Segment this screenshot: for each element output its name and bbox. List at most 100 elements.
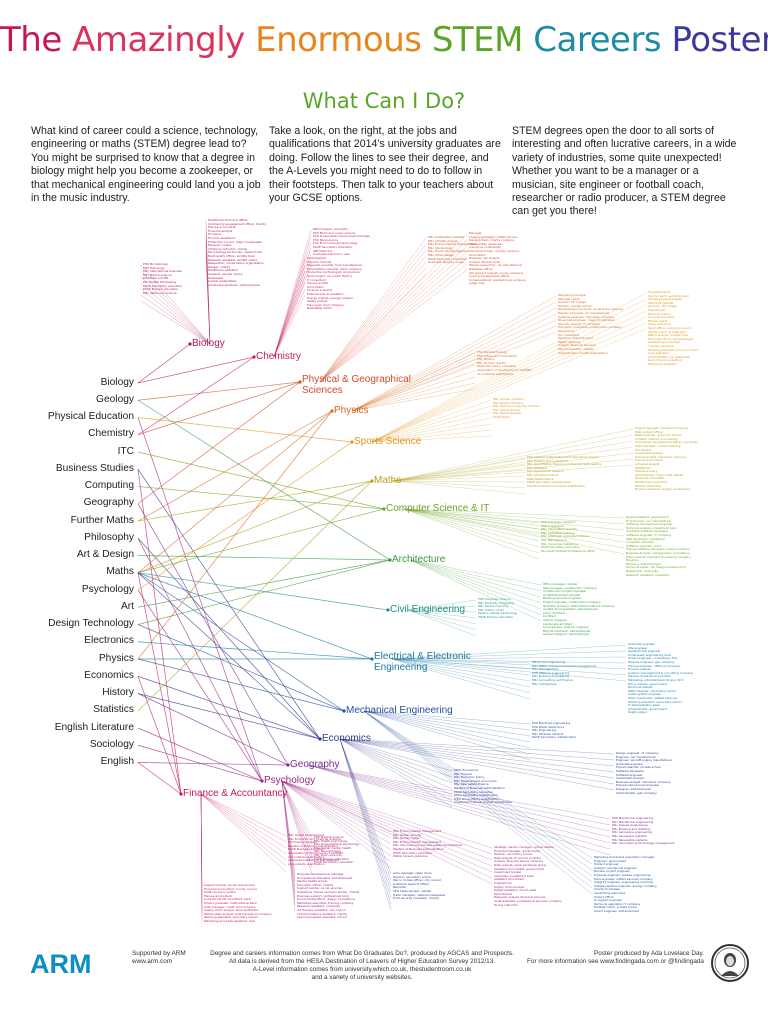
connection-line xyxy=(273,235,312,358)
connection-line xyxy=(363,710,531,755)
connection-line xyxy=(339,738,615,773)
degree-node xyxy=(386,608,390,612)
title-word: Amazingly xyxy=(72,20,245,60)
connection-line xyxy=(137,399,391,561)
connection-line xyxy=(273,294,306,358)
connection-line xyxy=(307,764,611,838)
connection-line xyxy=(281,780,392,869)
career-list: Area manager, retail chain Teacher, seco… xyxy=(393,871,446,901)
connection-line xyxy=(351,331,557,412)
producer-link[interactable]: For more information see www.findingada.… xyxy=(527,958,704,965)
connection-line xyxy=(137,381,301,401)
connection-line xyxy=(391,452,634,482)
a-level-subject: Design Technology xyxy=(48,618,134,629)
connection-line xyxy=(339,738,615,791)
connection-line xyxy=(391,469,526,482)
degree-node xyxy=(286,763,290,767)
connection-line xyxy=(137,417,353,443)
connection-line xyxy=(407,609,477,631)
connection-line xyxy=(339,738,453,802)
connection-line xyxy=(137,469,321,740)
connection-line xyxy=(205,256,211,345)
degree-node xyxy=(330,409,334,413)
connection-line xyxy=(281,780,392,839)
connection-line xyxy=(319,257,468,383)
career-list: Project manager, transport company Web c… xyxy=(635,426,698,492)
connection-line xyxy=(339,738,615,761)
source-line: and a variety of university websites. xyxy=(311,974,413,981)
connection-line xyxy=(363,710,593,865)
connection-line xyxy=(319,261,427,383)
connection-line xyxy=(273,270,306,358)
connection-line xyxy=(371,423,492,443)
connection-line xyxy=(137,451,385,510)
connection-line xyxy=(371,417,492,443)
a-level-subject: Art xyxy=(120,600,134,612)
connection-line xyxy=(137,658,345,712)
connection-line xyxy=(137,410,333,522)
degree-label: Electrical & Electronic Engineering xyxy=(374,651,471,673)
connection-line xyxy=(391,658,531,700)
connection-line xyxy=(409,559,542,598)
connection-line xyxy=(281,780,313,863)
connection-line xyxy=(339,738,392,911)
a-level-subject: History xyxy=(102,687,134,698)
connection-line xyxy=(137,762,289,766)
connection-line xyxy=(281,780,493,873)
a-level-subject: Economics xyxy=(84,669,134,681)
connection-line xyxy=(137,572,321,740)
a-level-subject: Chemistry xyxy=(88,428,134,440)
connection-line xyxy=(351,319,557,412)
connection-line xyxy=(140,264,211,345)
connection-line xyxy=(371,316,647,443)
connection-line xyxy=(307,764,611,820)
connection-line xyxy=(200,793,287,843)
connection-line xyxy=(137,572,345,712)
connection-line xyxy=(391,480,526,495)
career-list: Office manager, retailer Site manager, c… xyxy=(543,582,615,637)
degree-label: Architecture xyxy=(392,554,446,565)
connection-line xyxy=(281,780,493,885)
connection-line xyxy=(273,276,306,358)
connection-line xyxy=(200,793,203,923)
degree-node xyxy=(318,737,322,741)
connection-line xyxy=(137,727,263,782)
a-level-subject: Maths xyxy=(106,566,134,578)
connection-line xyxy=(339,738,392,893)
ada-lovelace-day-badge xyxy=(711,944,749,982)
connection-line xyxy=(371,399,492,443)
career-list: Strategic vendor manager, online retaile… xyxy=(494,845,562,907)
arm-website-link[interactable]: www.arm.com xyxy=(132,958,173,965)
connection-line xyxy=(137,356,255,384)
connection-line xyxy=(140,300,211,345)
connection-line xyxy=(403,508,625,537)
connection-line xyxy=(339,738,453,790)
degree-node xyxy=(342,709,346,713)
career-list: Marketing manager Manager, bank Teacher,… xyxy=(558,293,624,355)
connection-line xyxy=(391,480,526,489)
degree-node xyxy=(179,792,183,796)
connection-line xyxy=(407,609,477,619)
connection-line xyxy=(403,508,625,525)
degree-label: Finance & Accountancy xyxy=(183,788,288,799)
connection-line xyxy=(137,624,345,712)
connection-line xyxy=(407,599,477,611)
connection-line xyxy=(273,288,306,358)
a-level-subject: English xyxy=(100,756,134,767)
connection-line xyxy=(137,572,373,660)
connection-line xyxy=(281,780,493,867)
connection-line xyxy=(319,249,427,383)
connection-line xyxy=(281,780,493,879)
connection-line xyxy=(319,243,427,383)
degree-node xyxy=(298,380,302,384)
connection-line xyxy=(339,738,453,784)
connection-line xyxy=(339,738,453,772)
connection-line xyxy=(137,486,385,510)
connection-line xyxy=(351,325,557,412)
career-list: MPhil Economics MSc Finance MSc Economic… xyxy=(454,768,513,805)
source-line: Degree and careers information comes fro… xyxy=(210,950,514,957)
connection-line xyxy=(391,458,634,482)
connection-line xyxy=(371,411,492,443)
connection-line xyxy=(403,508,540,536)
connection-line xyxy=(351,301,557,412)
